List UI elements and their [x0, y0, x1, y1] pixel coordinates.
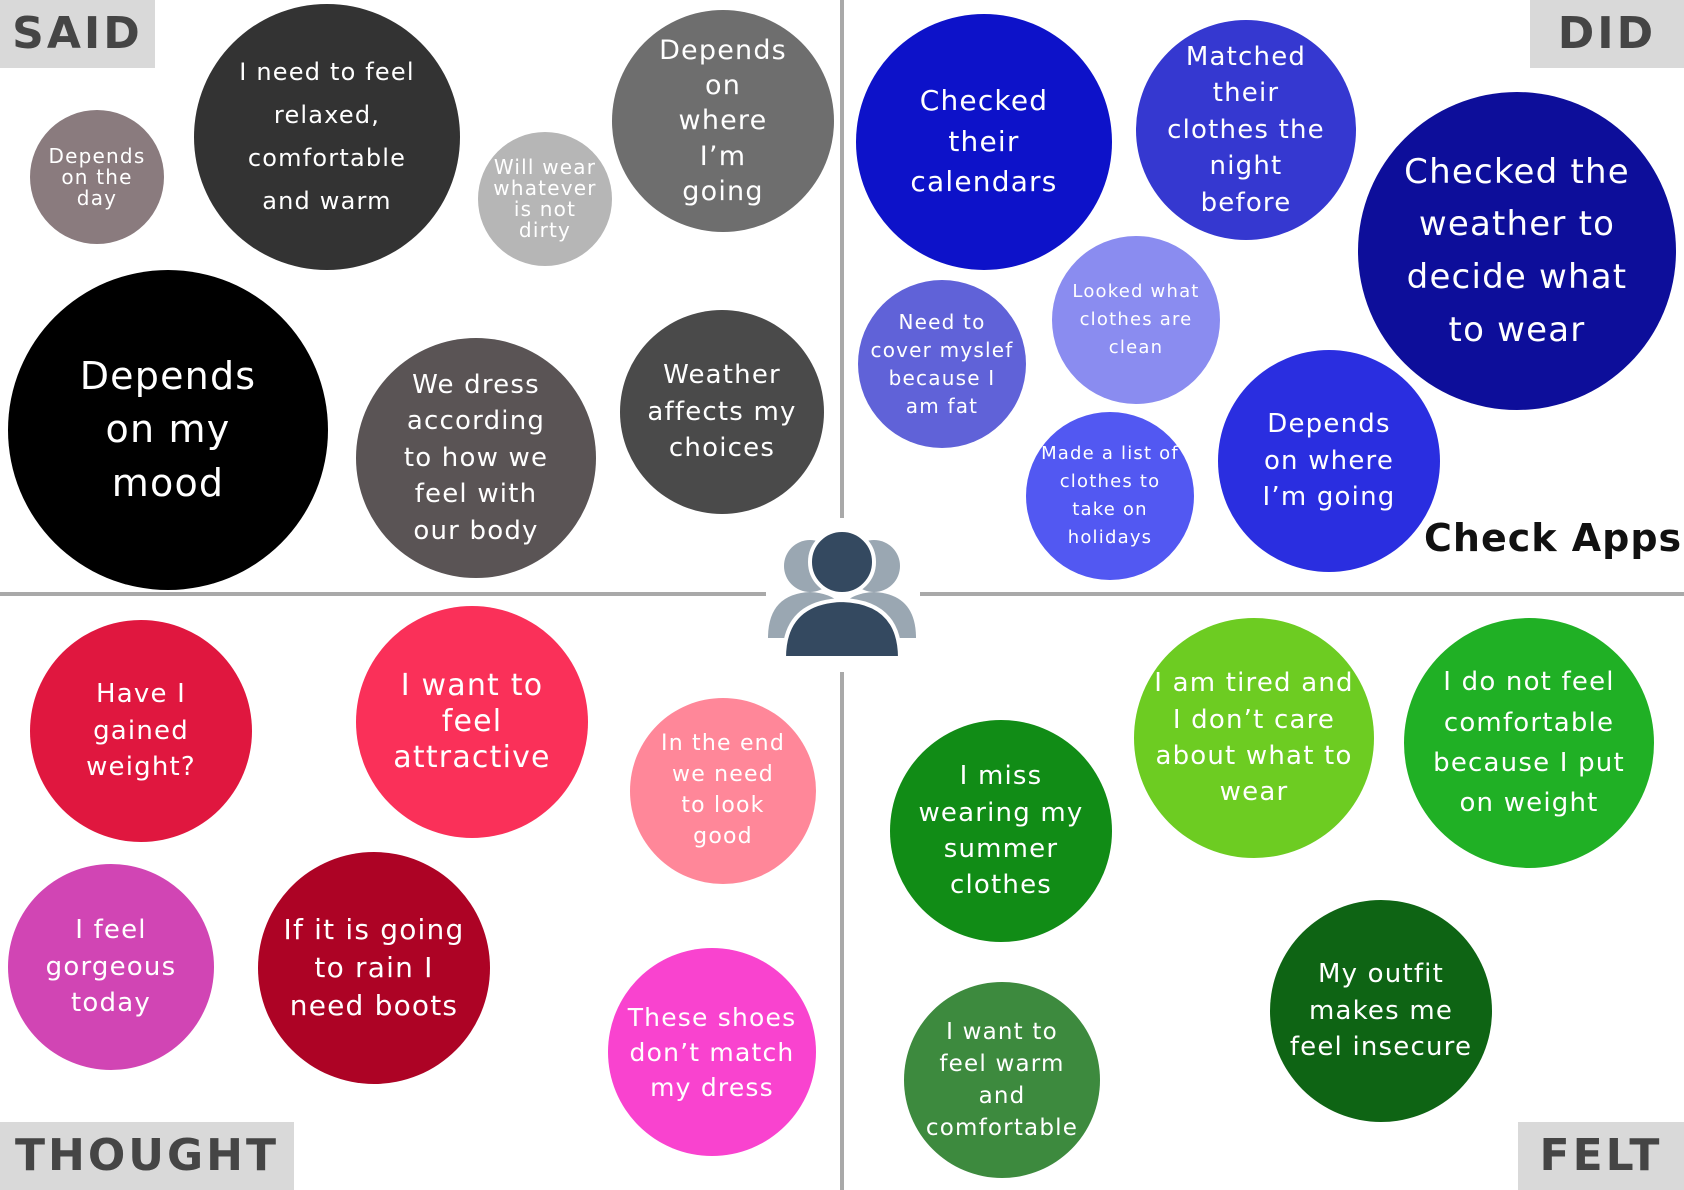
- said-bubble-text: Will wear whatever is not dirty: [493, 155, 597, 242]
- felt-bubble: I miss wearing my summer clothes: [890, 720, 1112, 942]
- did-bubble-text: Depends on where I’m going: [1262, 409, 1396, 513]
- thought-bubble-text: Have I gained weight?: [86, 679, 196, 783]
- quadrant-label-thought: THOUGHT: [0, 1122, 294, 1190]
- thought-bubble: I want to feel attractive: [356, 606, 588, 838]
- felt-bubble-text: My outfit makes me feel insecure: [1289, 959, 1473, 1063]
- did-bubble-text: Made a list of clothes to take on holida…: [1041, 443, 1179, 548]
- felt-bubble-text: I miss wearing my summer clothes: [918, 761, 1084, 901]
- thought-bubble-text: I feel gorgeous today: [45, 915, 177, 1019]
- vertical-divider-bottom: [840, 672, 844, 1190]
- did-bubble-text: Matched their clothes the night before: [1167, 42, 1325, 218]
- said-bubble: We dress according to how we feel with o…: [356, 338, 596, 578]
- said-bubble: Depends on the day: [30, 110, 164, 244]
- felt-bubble-text: I am tired and I don’t care about what t…: [1154, 668, 1354, 808]
- said-bubble-text: Depends on where I’m going: [659, 35, 787, 207]
- did-bubble-text: Checked their calendars: [910, 84, 1058, 199]
- quadrant-label-said: SAID: [0, 0, 155, 68]
- said-bubble: Depends on where I’m going: [612, 10, 834, 232]
- thought-bubble: Have I gained weight?: [30, 620, 252, 842]
- said-bubble-text: Depends on my mood: [79, 354, 257, 505]
- did-bubble-text: Need to cover myslef because I am fat: [870, 310, 1014, 418]
- said-bubble-text: Depends on the day: [48, 143, 146, 210]
- said-bubble: I need to feel relaxed, comfortable and …: [194, 4, 460, 270]
- thought-bubble: In the end we need to look good: [630, 698, 816, 884]
- vertical-divider-top: [840, 0, 844, 518]
- quadrant-label-did: DID: [1530, 0, 1684, 68]
- said-bubble: Weather affects my choices: [620, 310, 824, 514]
- did-bubble: Depends on where I’m going: [1218, 350, 1440, 572]
- horizontal-divider-left: [0, 592, 766, 596]
- thought-bubble: These shoes don’t match my dress: [608, 948, 816, 1156]
- said-bubble-text: I need to feel relaxed, comfortable and …: [239, 57, 415, 216]
- user-group-icon: [768, 528, 916, 660]
- did-bubble: Looked what clothes are clean: [1052, 236, 1220, 404]
- thought-bubble-text: These shoes don’t match my dress: [627, 1002, 797, 1102]
- felt-bubble: My outfit makes me feel insecure: [1270, 900, 1492, 1122]
- did-bubble: Matched their clothes the night before: [1136, 20, 1356, 240]
- check-apps-note: Check Apps: [1424, 516, 1683, 560]
- did-bubble-text: Checked the weather to decide what to we…: [1404, 151, 1630, 350]
- quadrant-label-felt: FELT: [1518, 1122, 1684, 1190]
- horizontal-divider-right: [920, 592, 1684, 596]
- said-bubble: Will wear whatever is not dirty: [478, 132, 612, 266]
- did-bubble: Need to cover myslef because I am fat: [858, 280, 1026, 448]
- felt-bubble-text: I do not feel comfortable because I put …: [1433, 667, 1625, 819]
- thought-bubble: If it is going to rain I need boots: [258, 852, 490, 1084]
- did-bubble: Checked their calendars: [856, 14, 1112, 270]
- felt-bubble: I am tired and I don’t care about what t…: [1134, 618, 1374, 858]
- said-bubble: Depends on my mood: [8, 270, 328, 590]
- did-bubble: Made a list of clothes to take on holida…: [1026, 412, 1194, 580]
- did-bubble: Checked the weather to decide what to we…: [1358, 92, 1676, 410]
- did-bubble-text: Looked what clothes are clean: [1072, 281, 1200, 358]
- thought-bubble-text: If it is going to rain I need boots: [283, 913, 465, 1022]
- thought-bubble-text: In the end we need to look good: [661, 731, 785, 849]
- said-bubble-text: We dress according to how we feel with o…: [403, 370, 549, 546]
- thought-bubble: I feel gorgeous today: [8, 864, 214, 1070]
- felt-bubble: I do not feel comfortable because I put …: [1404, 618, 1654, 868]
- felt-bubble-text: I want to feel warm and comfortable: [925, 1018, 1079, 1142]
- said-bubble-text: Weather affects my choices: [647, 360, 797, 464]
- thought-bubble-text: I want to feel attractive: [393, 668, 551, 775]
- felt-bubble: I want to feel warm and comfortable: [904, 982, 1100, 1178]
